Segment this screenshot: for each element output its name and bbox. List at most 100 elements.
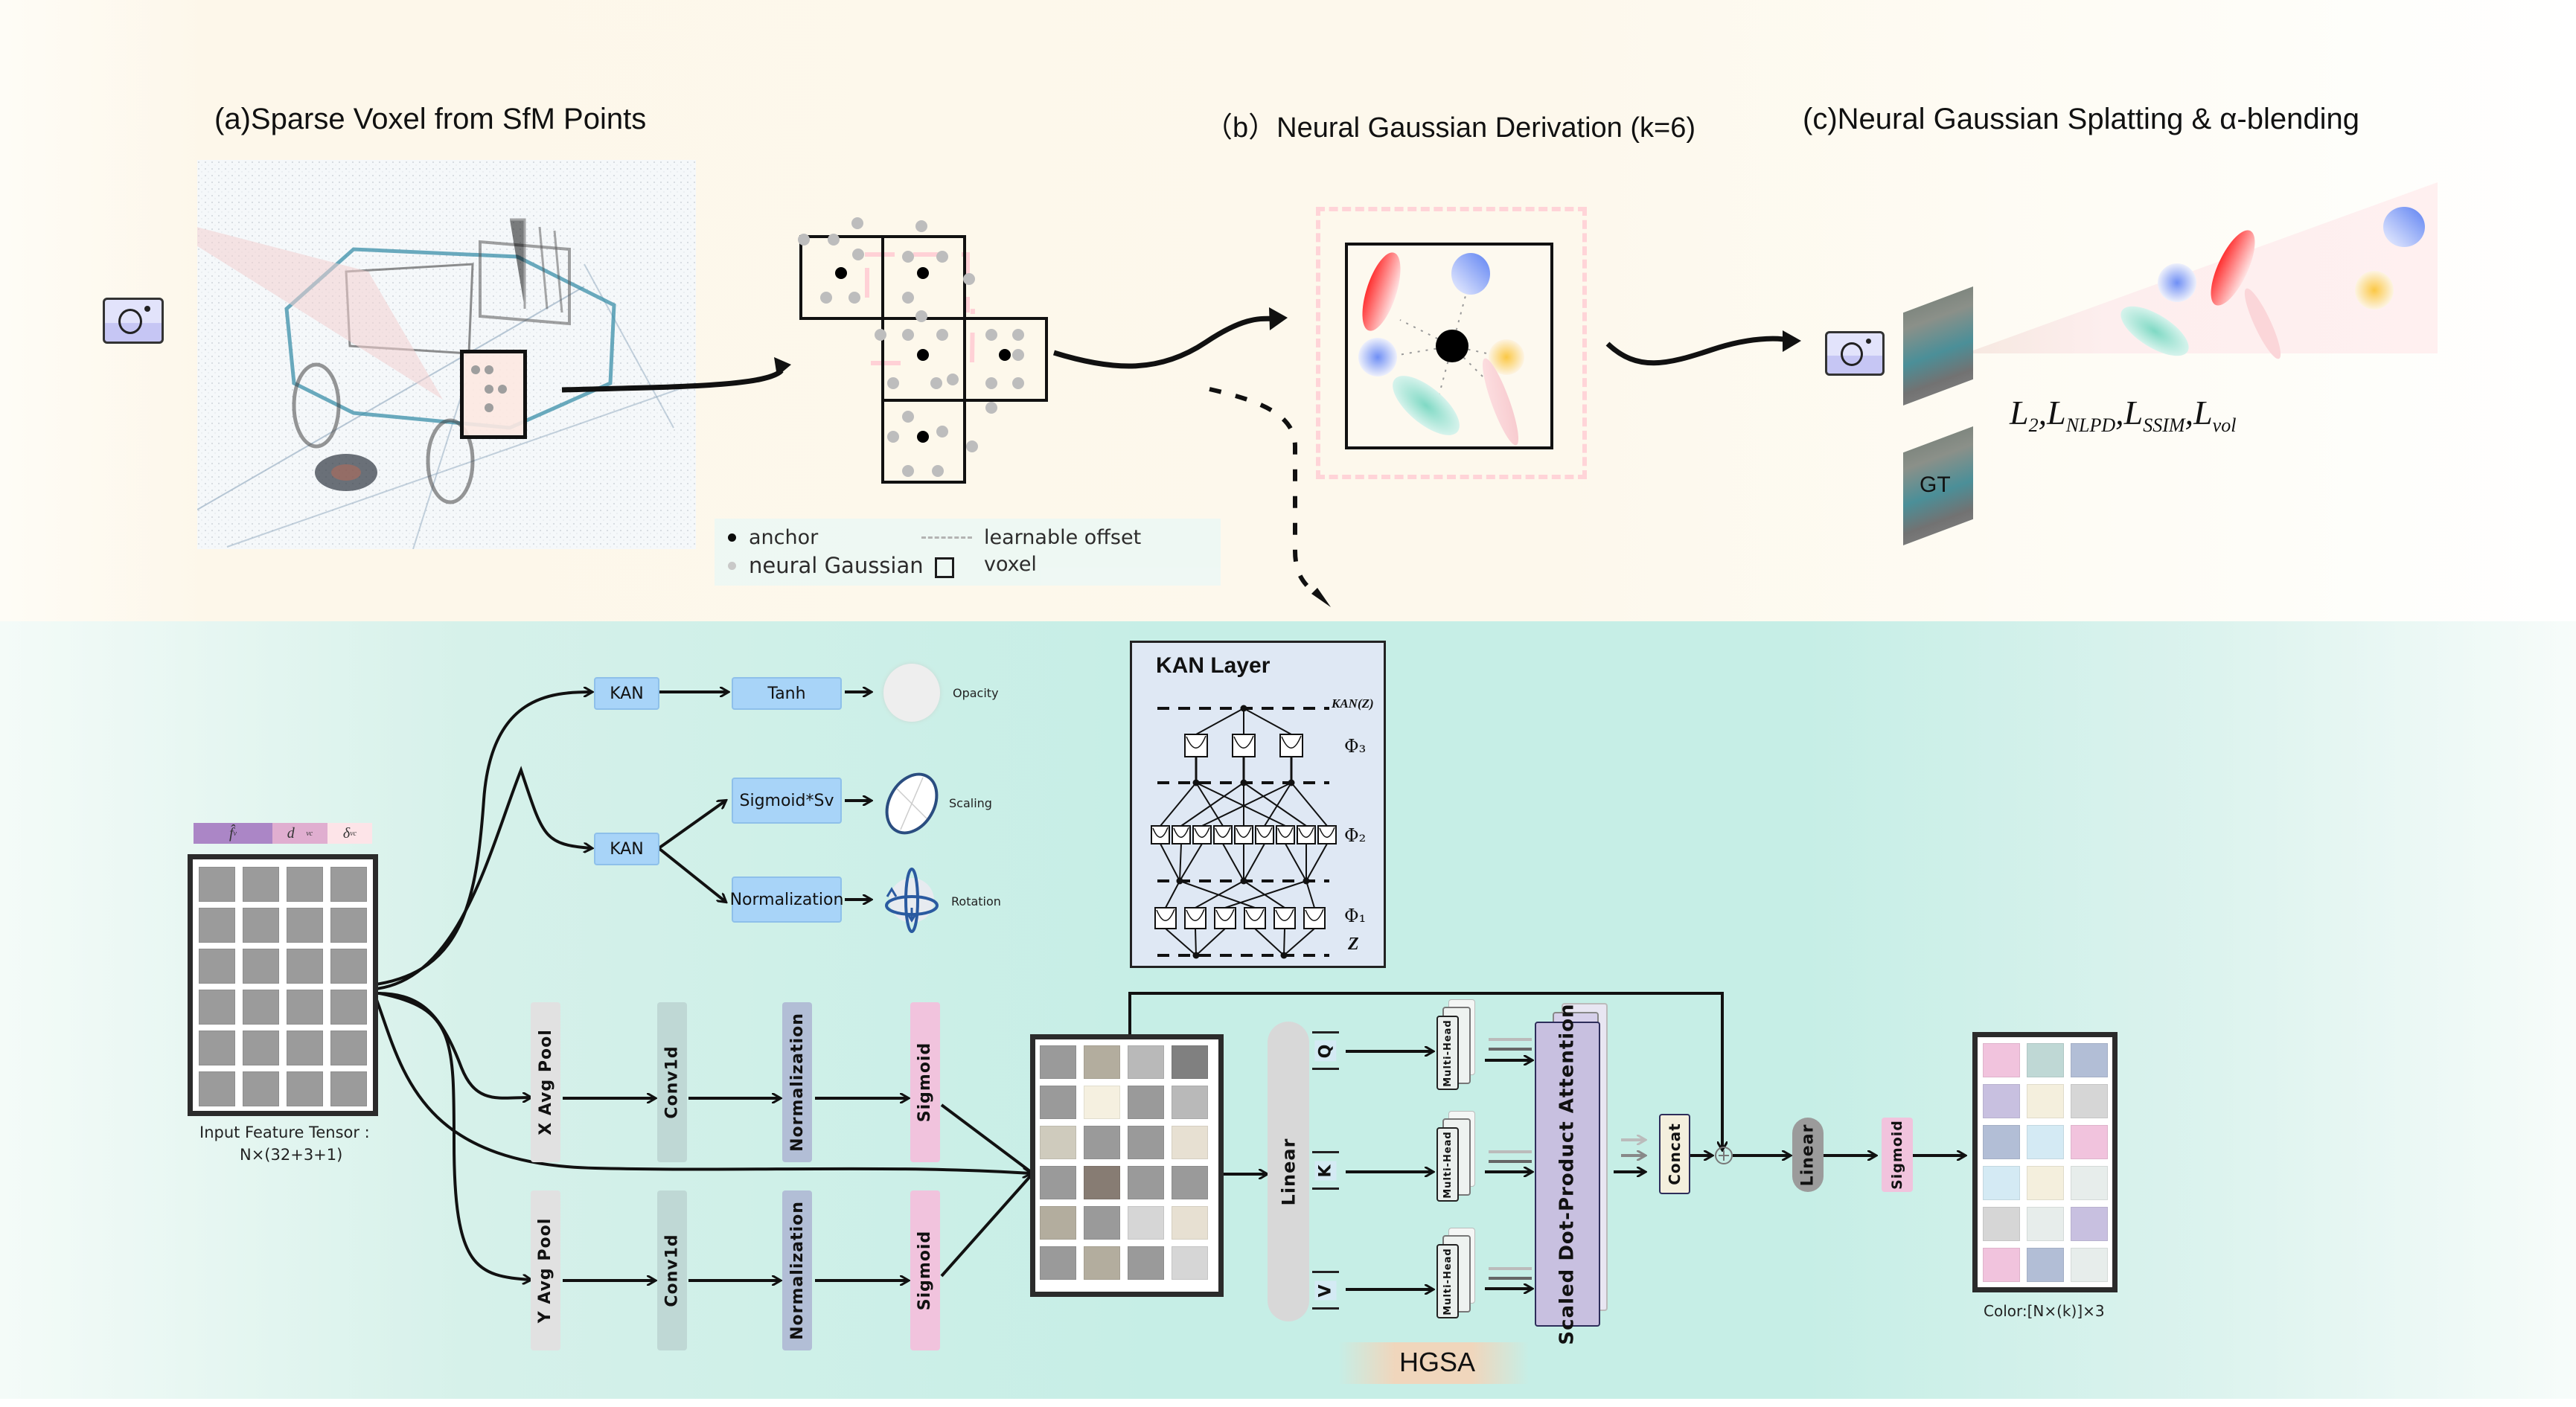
kan-activation-phi1 bbox=[1184, 907, 1206, 929]
kan-activation-phi2 bbox=[1234, 825, 1253, 844]
kan-node bbox=[1240, 877, 1247, 885]
grid-cell bbox=[1040, 1045, 1076, 1079]
grid-cell bbox=[1172, 1166, 1208, 1199]
grid-cell bbox=[1128, 1126, 1164, 1159]
opacity-icon bbox=[883, 664, 940, 722]
kan-activation-phi3 bbox=[1184, 734, 1208, 757]
gaussian-blue-small bbox=[1358, 338, 1397, 376]
x-conv1d-bar: Conv1d bbox=[657, 1002, 687, 1162]
grid-cell bbox=[330, 1031, 367, 1065]
loss-term: L2 bbox=[2010, 394, 2039, 437]
kan-node bbox=[1176, 877, 1183, 885]
kan-activation-phi1 bbox=[1303, 907, 1326, 929]
grid-cell bbox=[243, 908, 279, 943]
kan-activation-phi1 bbox=[1154, 907, 1177, 929]
anchor-legend-icon bbox=[728, 533, 736, 542]
kan-activation-phi2 bbox=[1276, 825, 1295, 844]
gaussian-pink bbox=[1482, 358, 1519, 446]
section-b-title: （b）Neural Gaussian Derivation (k=6) bbox=[1204, 112, 1696, 144]
phi2-label: Φ₂ bbox=[1344, 825, 1367, 846]
grid-cell bbox=[1084, 1206, 1120, 1240]
grid-cell bbox=[2027, 1166, 2064, 1200]
legend-voxel: voxel bbox=[984, 553, 1037, 576]
gaussian-red bbox=[1362, 252, 1401, 331]
camera-icon bbox=[103, 298, 164, 344]
kan-activation-phi1 bbox=[1244, 907, 1266, 929]
arrow-head bbox=[774, 357, 791, 376]
grid-cell bbox=[287, 949, 323, 984]
derivation-outer-dashed bbox=[1316, 207, 1587, 479]
add-node bbox=[1715, 1147, 1733, 1164]
grid-cell bbox=[199, 990, 235, 1025]
kan-network-diagram bbox=[1151, 705, 1337, 959]
grid-cell bbox=[1128, 1206, 1164, 1240]
x-normalization-bar: Normalization bbox=[782, 1002, 812, 1162]
grid-cell bbox=[2071, 1084, 2108, 1118]
grid-cell bbox=[1983, 1084, 2020, 1118]
anchor bbox=[917, 349, 929, 361]
kan-layer-panel: KAN Layer KAN(Z) Φ₃ Φ₂ Φ₁ Z bbox=[1130, 641, 1386, 968]
legend-anchor: anchor bbox=[749, 526, 819, 549]
point-cloud-drawing bbox=[197, 160, 696, 549]
grid-cell bbox=[1172, 1206, 1208, 1240]
grid-cell bbox=[287, 867, 323, 902]
grid-cell bbox=[1983, 1125, 2020, 1159]
dashed-arrow-to-hgsa bbox=[1209, 387, 1320, 597]
kan-activation-phi2 bbox=[1192, 825, 1212, 844]
grid-cell bbox=[330, 949, 367, 984]
kan-output-label: KAN(Z) bbox=[1332, 696, 1374, 711]
kan-opacity-box: KAN bbox=[594, 677, 659, 710]
grid-cell bbox=[1128, 1045, 1164, 1079]
grid-cell bbox=[1040, 1126, 1076, 1159]
grid-cell bbox=[243, 1071, 279, 1106]
tensor-caption-line2: N×(32+3+1) bbox=[240, 1146, 343, 1164]
gaussian-teal bbox=[1393, 376, 1460, 435]
point-cloud-image bbox=[197, 160, 696, 549]
loss-term: Lvol bbox=[2193, 394, 2237, 437]
kan-activation-phi2 bbox=[1317, 825, 1337, 844]
loss-formula: L2,LNLPD,LSSIM,Lvol bbox=[2010, 394, 2237, 437]
scaled-dot-product-attention: Scaled Dot-Product Attention bbox=[1535, 1003, 1600, 1345]
y-avg-pool-bar: Y Avg Pool bbox=[531, 1190, 560, 1350]
legend: anchor neural Gaussian learnable offset … bbox=[715, 519, 1221, 586]
legend-neural-gaussian: neural Gaussian bbox=[749, 553, 924, 578]
kan-activation-phi2 bbox=[1151, 825, 1170, 844]
gaussian-teal bbox=[2120, 306, 2189, 356]
input-feature-tensor bbox=[188, 854, 378, 1116]
grid-cell bbox=[199, 1031, 235, 1065]
grid-cell bbox=[243, 990, 279, 1025]
kan-node bbox=[1280, 952, 1288, 959]
loss-term: LSSIM bbox=[2123, 394, 2185, 437]
arrow-derivation-to-render bbox=[1605, 336, 1792, 366]
grid-cell bbox=[2027, 1248, 2064, 1282]
grid-cell bbox=[1040, 1206, 1076, 1240]
grid-cell bbox=[1983, 1248, 2020, 1282]
linear-projection: Linear bbox=[1268, 1022, 1309, 1321]
grid-cell bbox=[243, 1031, 279, 1065]
grid-cell bbox=[2071, 1125, 2108, 1159]
rotation-label: Rotation bbox=[951, 894, 1001, 908]
key-token: K bbox=[1312, 1151, 1339, 1190]
sigmoid-sv-box: Sigmoid*Sv bbox=[732, 778, 842, 824]
voxel bbox=[963, 317, 1048, 402]
opacity-label: Opacity bbox=[953, 686, 999, 700]
kan-activation-phi2 bbox=[1297, 825, 1316, 844]
grid-cell bbox=[199, 908, 235, 943]
kan-geometry-box: KAN bbox=[594, 833, 659, 865]
header-direction: d⃗vc bbox=[272, 823, 327, 844]
grid-cell bbox=[1172, 1086, 1208, 1119]
voxel-highlight-box bbox=[460, 350, 527, 439]
grid-cell bbox=[1084, 1086, 1120, 1119]
grid-cell bbox=[2071, 1207, 2108, 1241]
kan-activation-phi1 bbox=[1273, 907, 1296, 929]
bottom-connectors bbox=[374, 621, 2576, 1407]
anchor-center bbox=[1436, 330, 1468, 362]
output-linear: Linear bbox=[1792, 1118, 1824, 1192]
rotation-icon bbox=[885, 868, 939, 933]
grid-cell bbox=[1128, 1246, 1164, 1280]
voxel bbox=[881, 399, 966, 484]
kan-node bbox=[1192, 779, 1200, 786]
anchor bbox=[835, 267, 847, 279]
